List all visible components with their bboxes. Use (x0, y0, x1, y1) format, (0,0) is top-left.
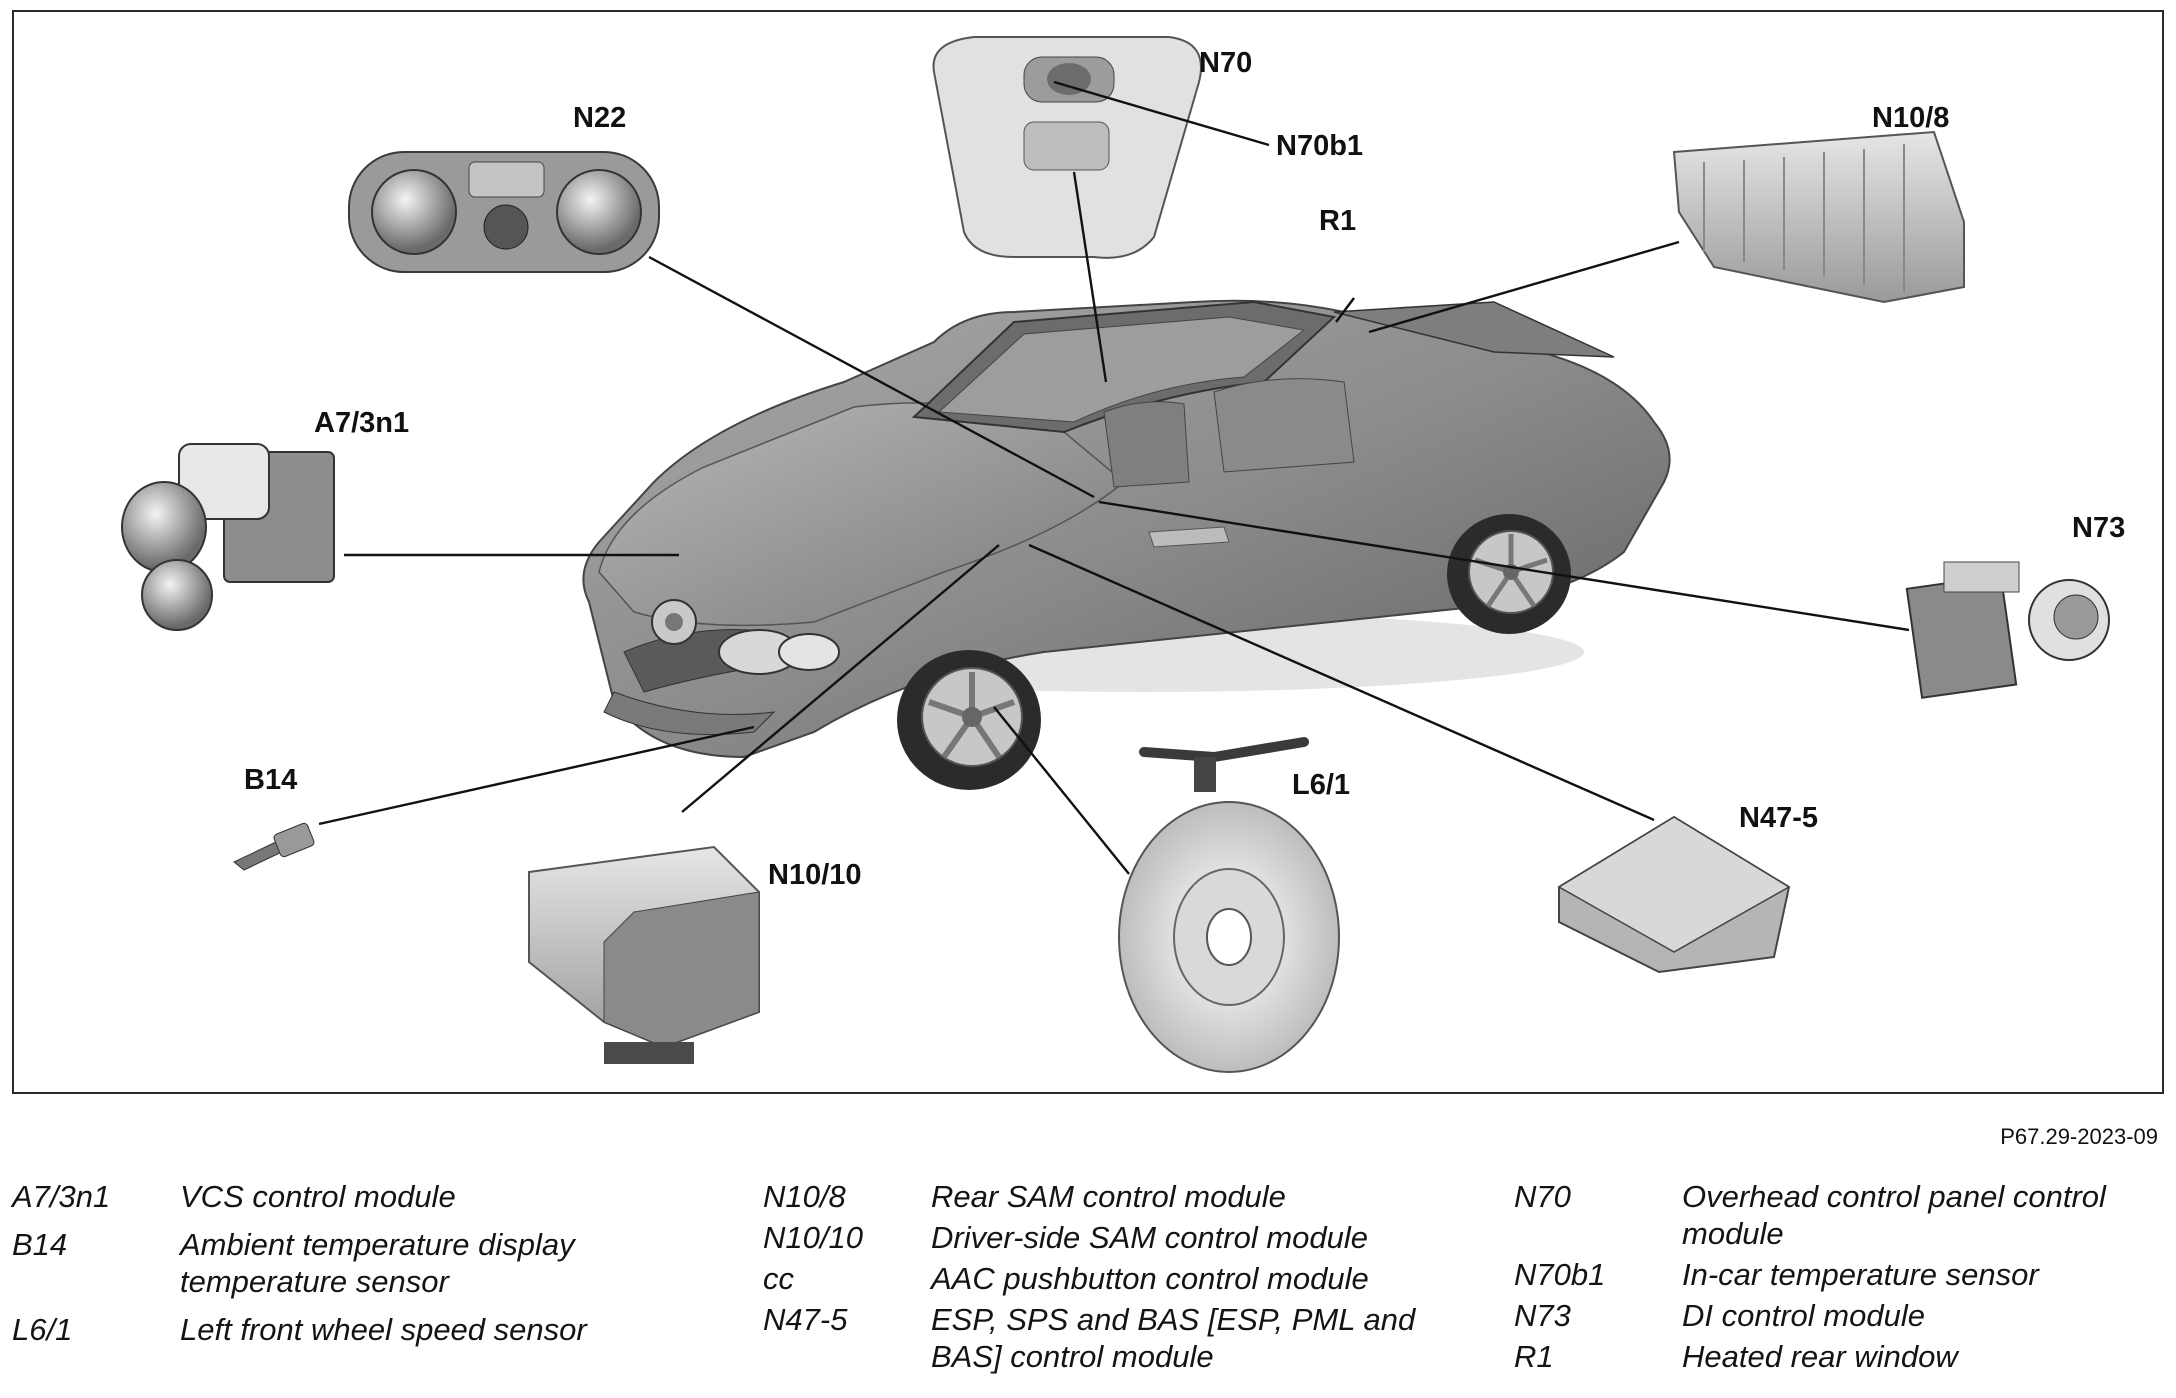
callout-a7-3n1: A7/3n1 (314, 407, 409, 439)
callout-l6-1: L6/1 (1292, 769, 1350, 801)
brake-disc-illustration (1118, 801, 1340, 1073)
n10-8-rear-sam-illustration (1672, 130, 1965, 304)
callout-labels: N70 N70b1 N22 N10/8 R1 A7/3n1 N73 B14 L6… (244, 47, 2125, 891)
legend-column-3: N70 Overhead control panel control modul… (1514, 1178, 2162, 1386)
component-location-diagram: N70 N70b1 N22 N10/8 R1 A7/3n1 N73 B14 L6… (121, 36, 2125, 1073)
leader-b14 (318, 725, 755, 826)
legend-code: cc (763, 1261, 794, 1296)
b14-temperature-sensor-illustration (233, 822, 315, 871)
legend-description: DI control module (1682, 1298, 1925, 1333)
legend-code: N10/8 (763, 1179, 846, 1214)
legend-description: In-car temperature sensor (1682, 1257, 2039, 1292)
legend-item: N70 Overhead control panel control modul… (1514, 1178, 2162, 1252)
legend-item: N47-5 ESP, SPS and BAS [ESP, PML and BAS… (763, 1301, 1491, 1375)
callout-n47-5: N47-5 (1739, 802, 1818, 834)
legend-item: cc AAC pushbutton control module (763, 1260, 1491, 1297)
legend-item: N73 DI control module (1514, 1297, 2162, 1334)
legend-description: Ambient temperature display temperature … (180, 1227, 575, 1299)
legend-item: B14 Ambient temperature display temperat… (12, 1226, 740, 1300)
legend-description: ESP, SPS and BAS [ESP, PML and BAS] cont… (931, 1302, 1416, 1374)
figure-reference-code: P67.29-2023-09 (2000, 1124, 2158, 1149)
legend-code: A7/3n1 (12, 1179, 111, 1214)
leader-r1 (1335, 297, 1355, 323)
front-wheel (897, 650, 1041, 790)
legend-item: R1 Heated rear window (1514, 1338, 2162, 1375)
legend-code: N10/10 (763, 1220, 863, 1255)
n22-climate-panel-illustration (348, 151, 660, 273)
leader-n47-5 (1028, 543, 1655, 822)
legend-item: A7/3n1 VCS control module (12, 1178, 740, 1215)
legend-column-2: N10/8 Rear SAM control module N10/10 Dri… (763, 1178, 1491, 1386)
legend-description: Overhead control panel control module (1682, 1179, 2106, 1251)
callout-n70: N70 (1199, 47, 1252, 79)
legend-code: R1 (1514, 1339, 1554, 1374)
legend-item: N10/10 Driver-side SAM control module (763, 1219, 1491, 1256)
n10-10-driver-sam-illustration (528, 845, 760, 1064)
vehicle-illustration (582, 299, 1671, 790)
legend-item: L6/1 Left front wheel speed sensor (12, 1311, 740, 1348)
leader-n10-8 (1368, 240, 1680, 334)
n73-di-module-illustration (1905, 561, 2110, 699)
legend-item: N10/8 Rear SAM control module (763, 1178, 1491, 1215)
leader-l6-1 (993, 706, 1130, 875)
legend-column-1: A7/3n1 VCS control module B14 Ambient te… (12, 1178, 740, 1359)
legend-description: AAC pushbutton control module (931, 1261, 1369, 1296)
legend-description: Heated rear window (1682, 1339, 1958, 1374)
leader-n22 (648, 255, 1095, 499)
leader-n70 (1072, 171, 1108, 383)
a7-3n1-vcs-module-illustration (121, 443, 335, 631)
callout-n10-8: N10/8 (1872, 102, 1949, 134)
l6-1-wheel-speed-sensor-illustration (1139, 737, 1309, 792)
legend-item: N70b1 In-car temperature sensor (1514, 1256, 2162, 1293)
callout-b14: B14 (244, 764, 297, 796)
callout-n73: N73 (2072, 512, 2125, 544)
legend-description: Driver-side SAM control module (931, 1220, 1369, 1255)
callout-n10-10: N10/10 (768, 859, 862, 891)
legend-description: Rear SAM control module (931, 1179, 1286, 1214)
leader-lines (318, 80, 1910, 875)
diagram-frame: N70 N70b1 N22 N10/8 R1 A7/3n1 N73 B14 L6… (12, 10, 2164, 1094)
rear-wheel (1447, 514, 1571, 634)
legend-description: Left front wheel speed sensor (180, 1312, 587, 1347)
legend-code: N70b1 (1514, 1257, 1606, 1292)
callout-n70b1: N70b1 (1276, 130, 1363, 162)
callout-n22: N22 (573, 102, 626, 134)
leader-n73 (1098, 500, 1910, 632)
legend-code: N70 (1514, 1179, 1571, 1214)
legend-code: N73 (1514, 1298, 1571, 1333)
legend-description: VCS control module (180, 1179, 456, 1214)
legend-code: L6/1 (12, 1312, 73, 1347)
leader-n70b1 (1053, 80, 1270, 147)
callout-r1: R1 (1319, 205, 1356, 237)
n47-5-esp-module-illustration (1557, 815, 1791, 974)
legend-code: B14 (12, 1227, 68, 1262)
leader-n10-10 (681, 544, 1000, 813)
n70-overhead-panel-illustration (932, 36, 1202, 259)
legend-code: N47-5 (763, 1302, 848, 1337)
